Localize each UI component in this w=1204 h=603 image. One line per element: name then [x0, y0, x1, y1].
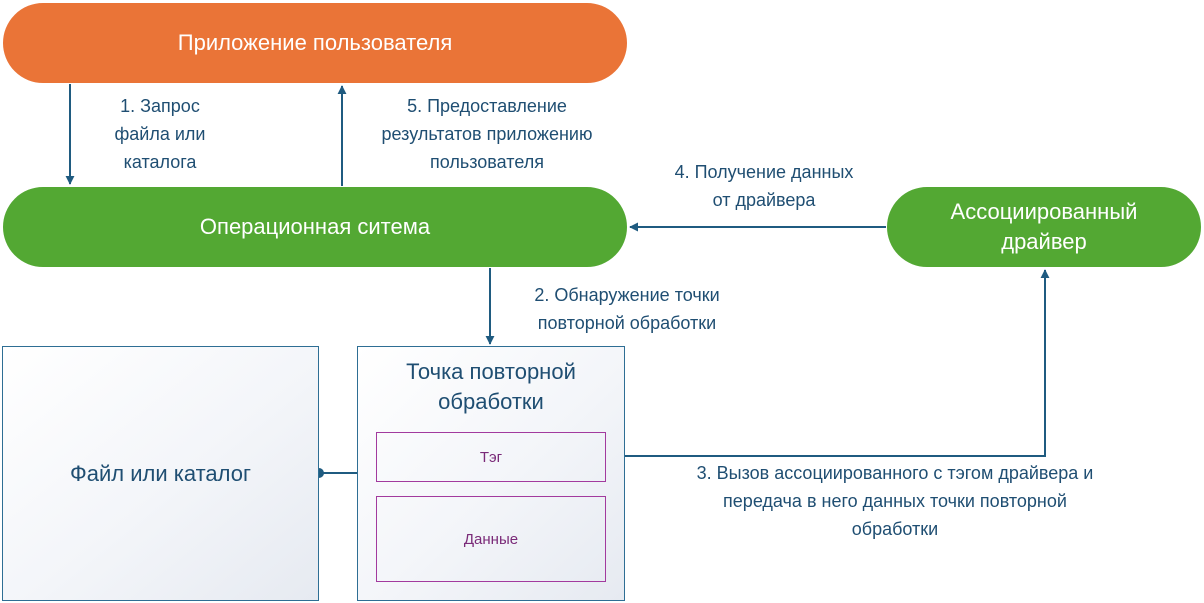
tag-label: Тэг [479, 448, 503, 466]
associated-driver-node: Ассоциированный драйвер [886, 186, 1202, 268]
step2-line: 2. Обнаружение точки [534, 285, 720, 305]
step3-line: обработки [851, 519, 939, 539]
reparse-title-line2: обработки [438, 389, 544, 414]
file-or-directory-label: Файл или каталог [70, 460, 251, 486]
step1-label: 1. Запрос файла или каталога [98, 92, 222, 176]
step4-label: 4. Получение данных от драйвера [652, 158, 876, 214]
step1-line: файла или [114, 124, 206, 144]
step4-line: 4. Получение данных [674, 162, 854, 182]
user-application-node: Приложение пользователя [2, 2, 628, 84]
step2-line: повторной обработки [537, 313, 717, 333]
data-label: Данные [463, 530, 519, 548]
tag-field: Тэг [376, 432, 606, 482]
step5-line: пользователя [430, 152, 544, 172]
step4-line: от драйвера [712, 190, 816, 210]
step3-line: передача в него данных точки повторной [723, 491, 1067, 511]
step5-label: 5. Предоставление результатов приложению… [352, 92, 622, 176]
step2-label: 2. Обнаружение точки повторной обработки [507, 281, 747, 337]
reparse-title-line1: Точка повторной [406, 359, 576, 384]
step3-label: 3. Вызов ассоциированного с тэгом драйве… [650, 459, 1140, 543]
step5-line: результатов приложению [381, 124, 593, 144]
file-or-directory-box: Файл или каталог [2, 346, 319, 601]
operating-system-node: Операционная ситема [2, 186, 628, 268]
step1-line: 1. Запрос [120, 96, 200, 116]
reparse-point-box: Точка повторной обработки Тэг Данные [357, 346, 625, 601]
reparse-point-title: Точка повторной обработки [358, 357, 624, 417]
driver-label-line2: драйвер [1001, 229, 1087, 254]
driver-label-line1: Ассоциированный [950, 199, 1138, 224]
user-application-label: Приложение пользователя [177, 30, 453, 55]
step5-line: 5. Предоставление [407, 96, 567, 116]
step1-line: каталога [123, 152, 197, 172]
data-field: Данные [376, 496, 606, 582]
arrow-step3 [605, 269, 1050, 457]
step3-line: 3. Вызов ассоциированного с тэгом драйве… [696, 463, 1094, 483]
operating-system-label: Операционная ситема [199, 214, 431, 239]
